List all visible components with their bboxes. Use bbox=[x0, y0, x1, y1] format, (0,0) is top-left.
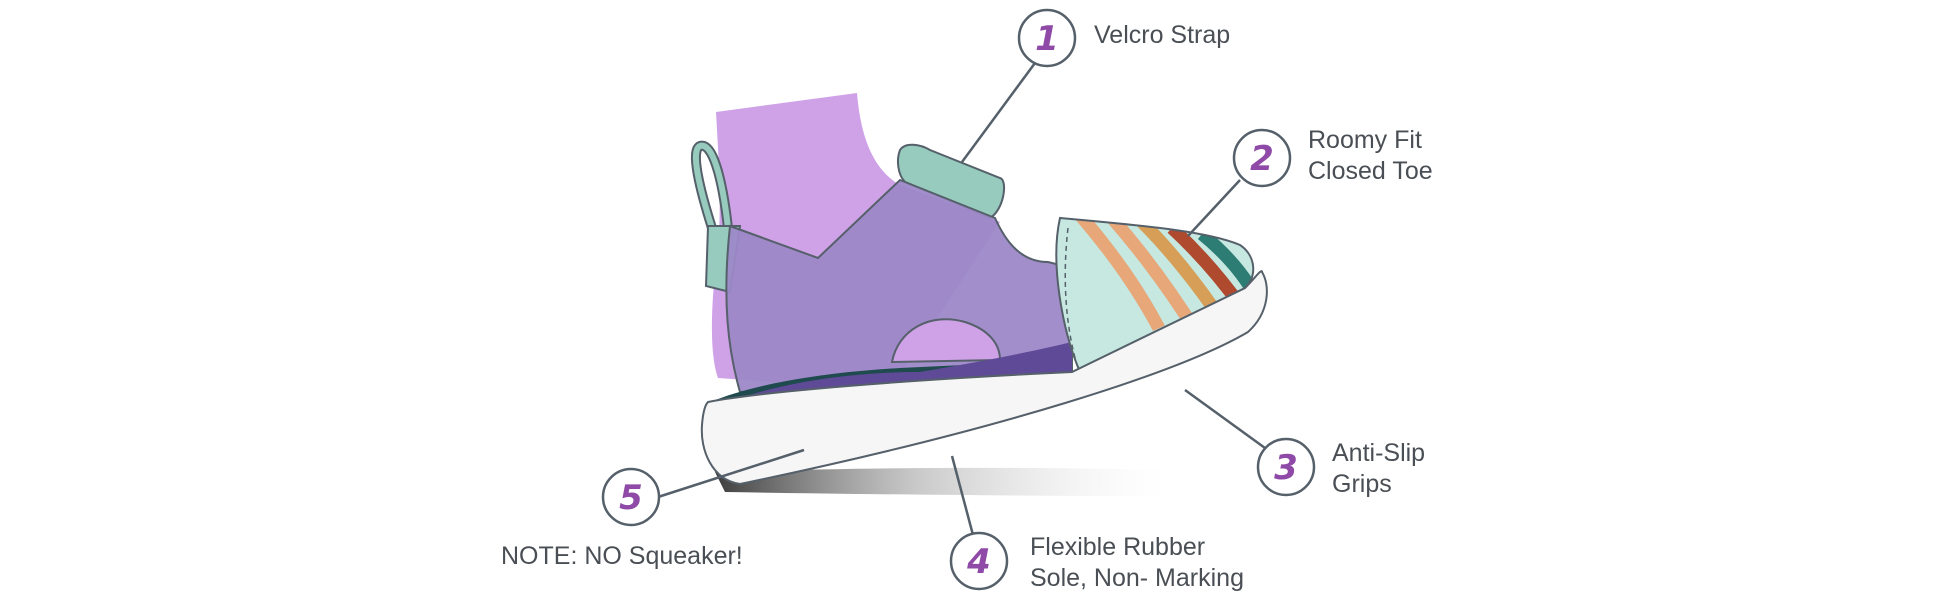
callout-number-3: 3 bbox=[1274, 448, 1298, 488]
callout-label-anti-slip: Anti-Slip Grips bbox=[1332, 438, 1425, 500]
arch-cutout bbox=[890, 318, 1002, 364]
toe-cap bbox=[1055, 216, 1255, 374]
callout-label-roomy-fit: Roomy Fit Closed Toe bbox=[1308, 125, 1433, 187]
callout-label-velcro-strap: Velcro Strap bbox=[1094, 20, 1230, 51]
callout-2-line-1: Roomy Fit bbox=[1308, 126, 1422, 154]
callout-3-line-1: Anti-Slip bbox=[1332, 439, 1426, 467]
callout-5-line-1: NOTE: NO Squeaker! bbox=[501, 542, 743, 570]
callout-2-line-2: Closed Toe bbox=[1308, 157, 1433, 185]
callout-number-1: 1 bbox=[1035, 19, 1059, 59]
callout-circle-4: 4 bbox=[949, 531, 1009, 591]
callout-circle-3: 3 bbox=[1256, 437, 1316, 497]
callout-circle-1: 1 bbox=[1017, 8, 1077, 68]
callout-4-line-2: Sole, Non- Marking bbox=[1030, 564, 1244, 592]
callout-number-2: 2 bbox=[1250, 139, 1274, 179]
leader-lines bbox=[657, 62, 1266, 536]
velcro-strap bbox=[896, 143, 1006, 220]
callout-3-line-2: Grips bbox=[1332, 470, 1392, 498]
callout-label-note: NOTE: NO Squeaker! bbox=[501, 541, 743, 572]
callout-4-line-1: Flexible Rubber bbox=[1030, 533, 1206, 561]
callout-circle-5: 5 bbox=[601, 467, 661, 527]
callout-1-line-1: Velcro Strap bbox=[1094, 21, 1231, 49]
rubber-sole bbox=[700, 270, 1268, 486]
ground-shadow bbox=[715, 467, 1165, 496]
callout-label-rubber-sole: Flexible Rubber Sole, Non- Marking bbox=[1030, 532, 1244, 594]
callout-number-4: 4 bbox=[966, 542, 991, 582]
callout-circle-2: 2 bbox=[1232, 128, 1292, 188]
callout-number-5: 5 bbox=[619, 478, 643, 518]
